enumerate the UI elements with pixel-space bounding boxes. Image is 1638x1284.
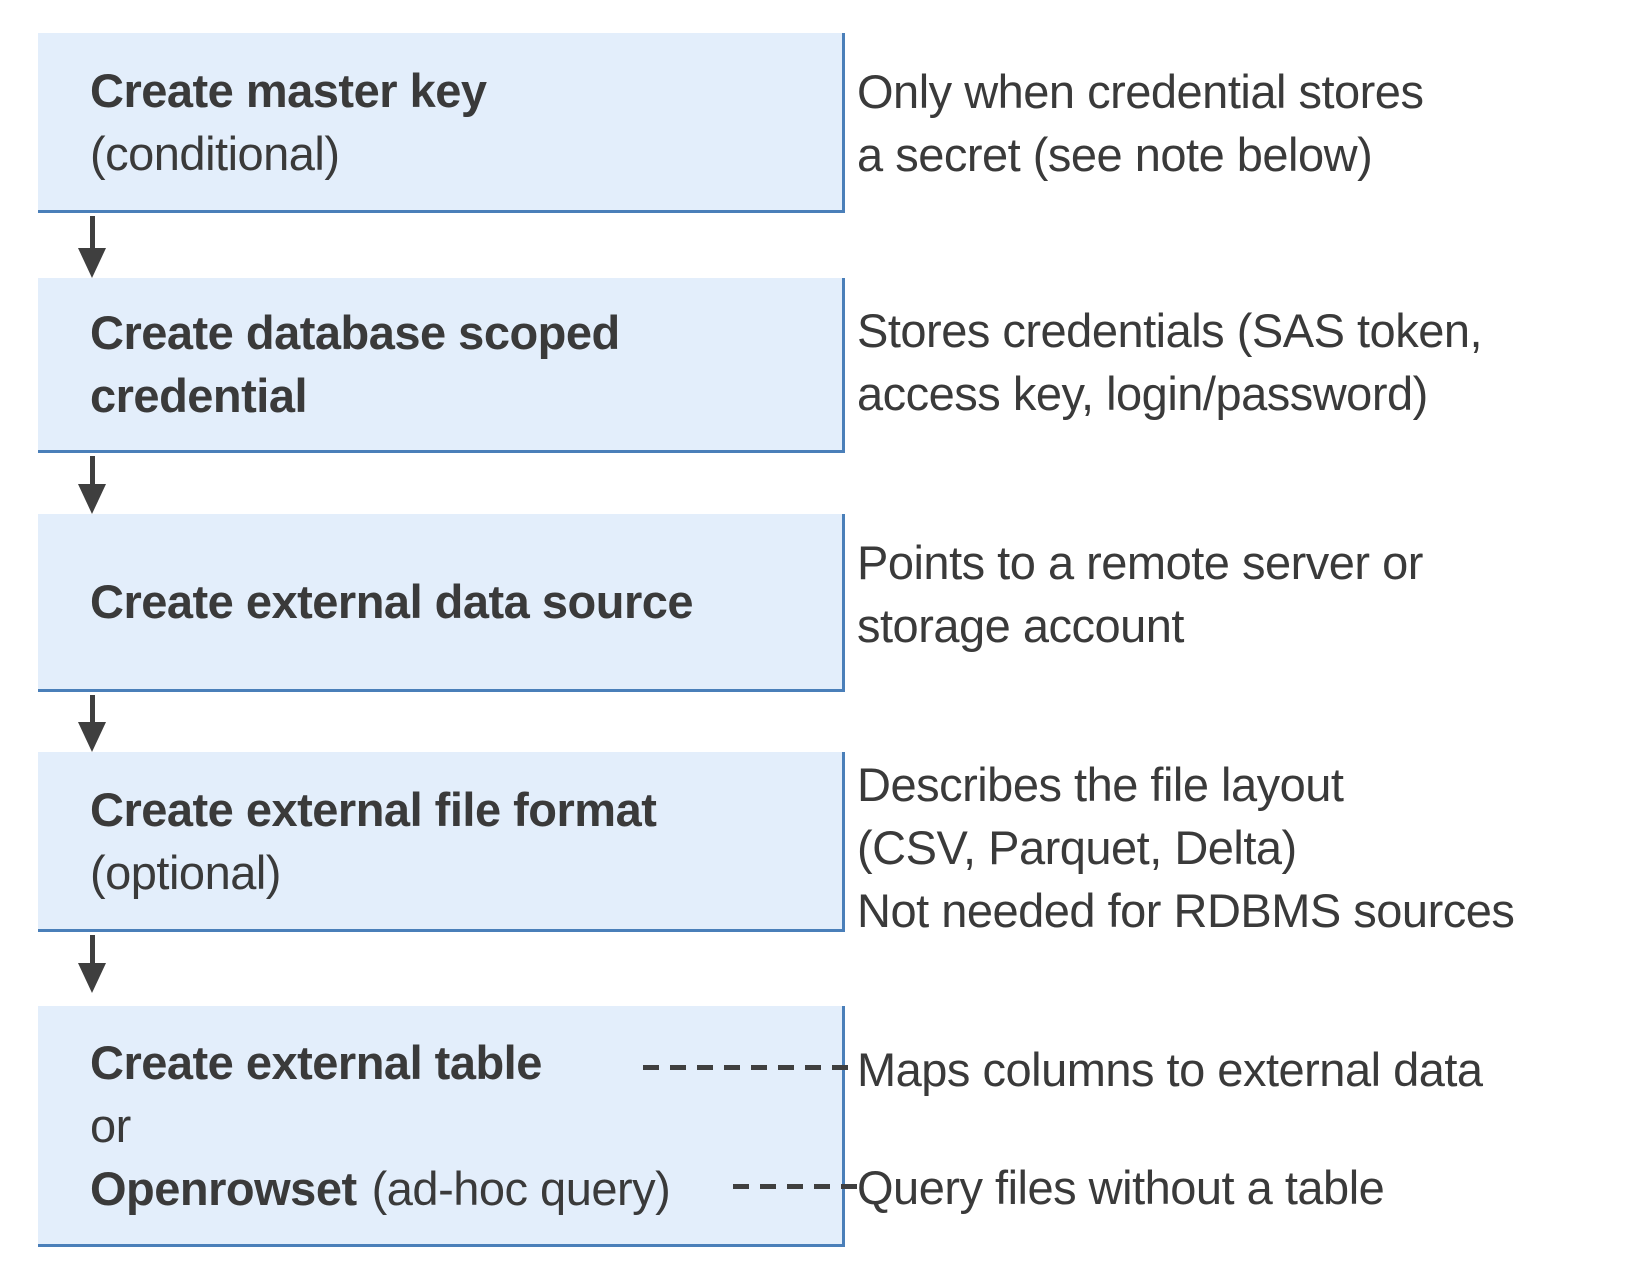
dashed-connector-openrowset [733,1184,862,1189]
arrow-stem [89,456,95,484]
note-master-key: Only when credential stores a secret (se… [857,60,1424,186]
arrow-stem [89,695,95,722]
box-title: Create external file format [90,782,657,836]
flow-box-create-external-data-source: Create external data source [38,514,845,692]
note-line: Stores credentials (SAS token, [857,304,1483,357]
arrow-head [78,722,106,752]
note-external-data-source: Points to a remote server or storage acc… [857,531,1423,657]
flow-box-create-database-scoped-credential: Create database scoped credential [38,278,845,453]
flow-box-create-external-table-or-openrowset: Create external table or Openrowset (ad-h… [38,1006,845,1247]
dashed-connector-external-table [643,1065,852,1070]
note-line: Maps columns to external data [857,1043,1483,1096]
note-external-table: Maps columns to external data [857,1038,1483,1101]
note-external-file-format: Describes the file layout (CSV, Parquet,… [857,753,1515,942]
note-line: (CSV, Parquet, Delta) [857,821,1297,874]
note-line: Query files without a table [857,1161,1385,1214]
flow-box-create-external-file-format: Create external file format (optional) [38,752,845,932]
arrow-head [78,248,106,278]
alt-title-suffix: (ad-hoc query) [371,1161,671,1215]
arrow-stem [89,935,95,963]
note-openrowset: Query files without a table [857,1156,1385,1219]
note-line: storage account [857,599,1184,652]
note-line: access key, login/password) [857,367,1428,420]
note-line: Only when credential stores [857,65,1424,118]
note-line: Describes the file layout [857,758,1344,811]
box-title: Create external table [90,1035,542,1089]
note-database-scoped-credential: Stores credentials (SAS token, access ke… [857,299,1483,425]
down-arrow-icon [78,456,106,514]
arrow-stem [89,216,95,248]
note-line: Not needed for RDBMS sources [857,884,1515,937]
down-arrow-icon [78,216,106,278]
box-title: Create external data source [90,575,694,628]
arrow-head [78,963,106,993]
arrow-head [78,484,106,514]
alt-title-line: Openrowset (ad-hoc query) [90,1157,787,1220]
or-label: or [90,1098,131,1152]
box-title: Create database scoped credential [90,306,620,422]
down-arrow-icon [78,935,106,993]
alt-title: Openrowset [90,1161,357,1215]
note-line: Points to a remote server or [857,536,1423,589]
down-arrow-icon [78,695,106,752]
note-line: a secret (see note below) [857,128,1373,181]
box-subtitle: (optional) [90,845,281,899]
box-subtitle: (conditional) [90,126,340,180]
flow-box-create-master-key: Create master key (conditional) [38,33,845,213]
box-title: Create master key [90,63,487,117]
